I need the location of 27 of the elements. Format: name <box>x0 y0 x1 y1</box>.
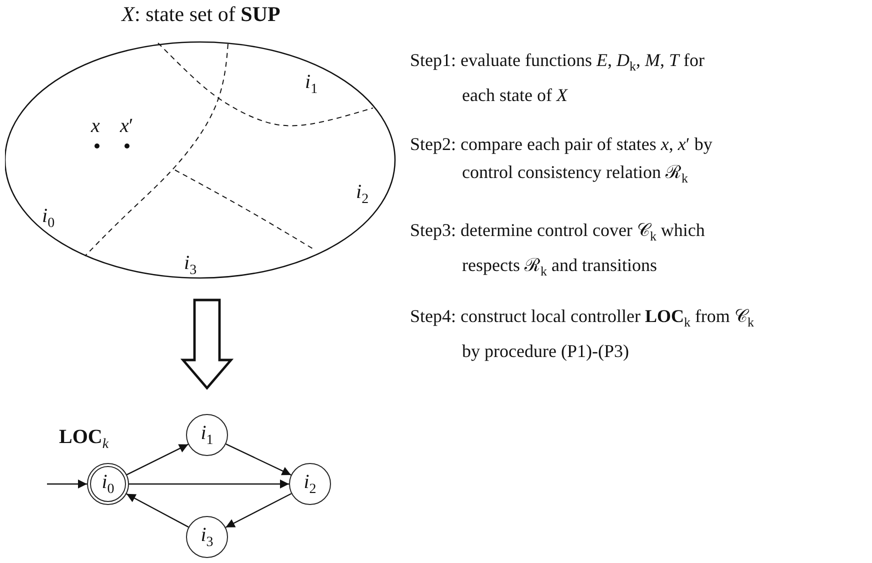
step-description: Step2: compare each pair of states x, x′ by control consistency relation ℛ$_{k}$ <box>410 133 714 188</box>
step-description: Step3: determine control cover 𝒞$_{k}$ which respects ℛ$_{k}$ and transitions <box>410 219 706 280</box>
region-label: i$_{1}$ <box>305 72 318 97</box>
transition-arrow <box>225 493 292 528</box>
region-label: i$_{0}$ <box>42 206 55 231</box>
transition-arrow <box>129 480 289 488</box>
state-circle <box>289 463 331 505</box>
state-label: i$_{2}$ <box>304 472 316 496</box>
transition-arrow <box>226 443 292 476</box>
state-circle <box>186 414 228 456</box>
step-description: Step4: construct local controller LOC$_{k}$ from 𝒞$_{k}$ by procedure (P1)-(P3) <box>410 305 755 363</box>
region-label: i$_{3}$ <box>184 253 197 278</box>
state-label: i$_{3}$ <box>200 524 214 550</box>
state-label: i$_{1}$ <box>200 422 214 448</box>
ellipse-heading: X: state set of SUP <box>120 2 282 27</box>
controller-name: LOC$_{k}$ <box>59 427 109 452</box>
marker-state-double-circle <box>87 463 129 505</box>
step-description: Step1: evaluate functions E, D$_{k}$, M, T for each state of X <box>410 49 706 107</box>
state-circle <box>186 516 228 558</box>
transition-arrow <box>126 444 188 476</box>
hollow-block-arrow <box>180 298 234 390</box>
region-label: i$_{2}$ <box>356 182 369 207</box>
state-label: i$_{0}$ <box>102 472 114 496</box>
state-variable-label: x′ <box>120 116 134 136</box>
transition-arrow <box>126 493 189 528</box>
initial-state-arrow <box>47 480 87 488</box>
state-variable-label: x <box>91 116 100 136</box>
